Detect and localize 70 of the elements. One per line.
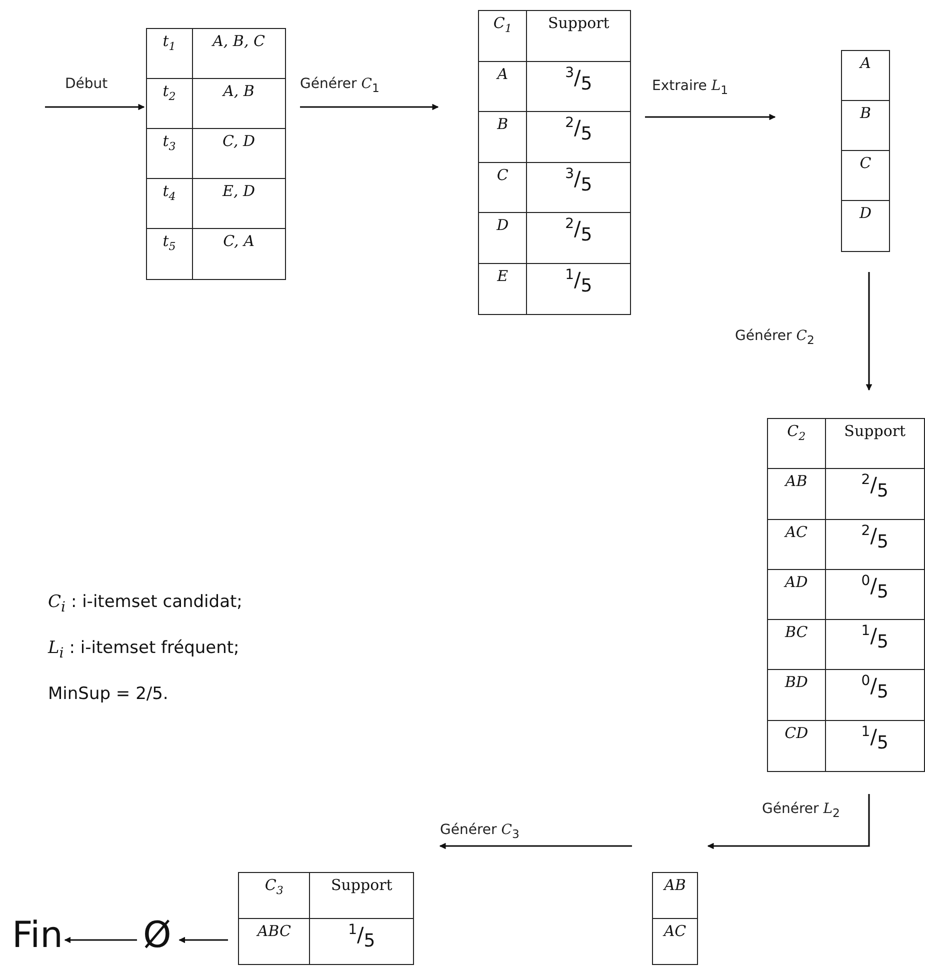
arrow xyxy=(178,936,228,944)
table-cell: B xyxy=(479,112,528,162)
data-table xyxy=(478,10,631,315)
table-cell: t$_{4}$ xyxy=(147,179,193,229)
arrow xyxy=(439,842,632,850)
legend-note: MinSup = 2/5. xyxy=(48,684,168,704)
table-cell: AD xyxy=(768,570,826,620)
arrow xyxy=(300,104,439,110)
arrow xyxy=(866,272,872,391)
table-cell: AB xyxy=(768,469,826,520)
edge-label: Générer L$_{2}$ xyxy=(762,801,840,820)
edge-label: Générer C$_{2}$ xyxy=(735,328,814,347)
edge-label: Extraire L$_{1}$ xyxy=(652,78,728,97)
data-table xyxy=(652,872,698,965)
table-cell: CD xyxy=(768,720,826,771)
table-cell: C$_{1}$ xyxy=(479,11,528,62)
legend-note: C$_{i}$ : i-itemset candidat; xyxy=(48,592,242,616)
table-cell: E xyxy=(479,264,528,314)
table-cell: C$_{2}$ xyxy=(768,419,826,470)
table-cell: E, D xyxy=(192,179,285,229)
arrow xyxy=(64,936,137,944)
table-cell: $^{0}$/$_{5}$ xyxy=(826,570,924,620)
data-table xyxy=(841,50,890,252)
table-cell: B xyxy=(842,101,889,151)
table-cell: BD xyxy=(768,670,826,721)
table-cell-text: D xyxy=(858,203,873,224)
table-cell: $^{1}$/$_{5}$ xyxy=(826,620,924,670)
table-cell: $^{2}$/$_{5}$ xyxy=(527,213,630,264)
table-cell: C xyxy=(842,151,889,201)
terminal-text: Fin xyxy=(12,918,63,954)
arrow xyxy=(645,114,776,120)
edge-label: Générer C$_{3}$ xyxy=(440,822,520,841)
table-cell: $^{2}$/$_{5}$ xyxy=(527,112,630,162)
table-cell: Support xyxy=(527,11,630,62)
table-cell: Support xyxy=(826,419,924,470)
table-cell-text: $^{1}$/$_{5}$ xyxy=(860,722,890,756)
table-cell: t$_{3}$ xyxy=(147,129,193,179)
table-cell-text: AC xyxy=(662,920,688,942)
table-cell: D xyxy=(479,213,528,264)
table-cell: $^{3}$/$_{5}$ xyxy=(527,62,630,112)
table-cell: t$_{2}$ xyxy=(147,79,193,129)
table-cell: A xyxy=(479,62,528,112)
table-cell: C$_{3}$ xyxy=(239,873,310,918)
table-cell: A, B xyxy=(192,79,285,129)
table-cell: AB xyxy=(653,873,697,918)
table-cell-text: $^{1}$/$_{5}$ xyxy=(347,920,376,954)
data-table xyxy=(146,28,286,280)
data-table xyxy=(238,872,414,965)
terminal-text: Ø xyxy=(143,918,172,954)
table-cell: $^{3}$/$_{5}$ xyxy=(527,162,630,213)
table-cell: ABC xyxy=(239,918,310,964)
arrow xyxy=(707,794,870,850)
table-cell: $^{2}$/$_{5}$ xyxy=(826,520,924,570)
table-cell-text: $^{1}$/$_{5}$ xyxy=(564,266,594,298)
table-cell: t$_{5}$ xyxy=(147,229,193,279)
table-cell: t$_{1}$ xyxy=(147,29,193,79)
table-cell: C, D xyxy=(192,129,285,179)
table-cell: C xyxy=(479,162,528,213)
table-cell: BC xyxy=(768,620,826,670)
table-cell: Support xyxy=(310,873,413,918)
table-cell: $^{0}$/$_{5}$ xyxy=(826,670,924,721)
table-cell: $^{2}$/$_{5}$ xyxy=(826,469,924,520)
table-cell: A, B, C xyxy=(192,29,285,79)
edge-label: Générer C$_{1}$ xyxy=(300,76,380,95)
table-cell-text: C, A xyxy=(222,231,256,252)
table-cell: A xyxy=(842,51,889,101)
table-cell: AC xyxy=(768,520,826,570)
arrow xyxy=(45,104,145,110)
data-table xyxy=(767,418,925,772)
legend-note: L$_{i}$ : i-itemset fréquent; xyxy=(48,638,240,662)
